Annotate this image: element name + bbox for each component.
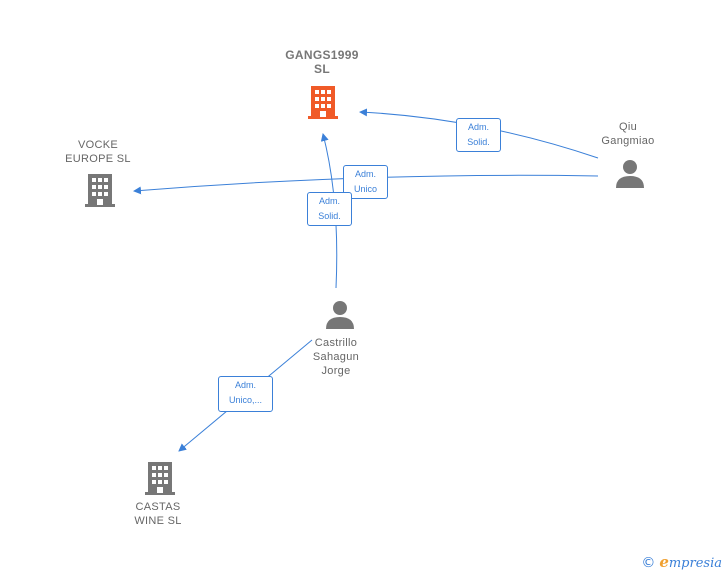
node-vocke-label: VOCKE EUROPE SL [48,138,148,166]
node-castrillo-label-line2: Sahagun [312,351,360,363]
brand-name: mpresia [668,556,722,571]
building-icon[interactable] [144,460,176,496]
edge-label-line1: Adm. [467,122,489,132]
node-qiu-label: Qiu Gangmiao [578,120,678,148]
edge-label-line1: Adm. [318,196,340,206]
node-gangs-label-line1: GANGS1999 [285,48,359,62]
edge-label-castrillo-gangs[interactable]: Adm. Solid. [307,192,352,226]
node-qiu-label-line1: Qiu [618,121,638,133]
node-vocke-label-line1: VOCKE [77,139,118,151]
footer-brand[interactable]: ©empresia [641,553,722,571]
building-icon[interactable] [84,172,116,208]
node-gangs-label-line2: SL [314,62,330,76]
edge-label-line2: Solid. [318,211,341,221]
node-qiu-label-line2: Gangmiao [601,135,655,147]
edge-label-qiu-gangs[interactable]: Adm. Solid. [456,118,501,152]
edge-label-line1: Adm. [354,169,376,179]
building-icon[interactable] [307,84,339,120]
copyright-icon: © [641,555,656,571]
node-castrillo-label-line3: Jorge [321,365,351,377]
node-castas-label-line2: WINE SL [134,515,182,527]
node-castrillo-label-line1: Castrillo [314,337,358,349]
node-gangs-label: GANGS1999 SL [272,48,372,76]
person-icon[interactable] [614,159,646,189]
node-castas-label: CASTAS WINE SL [108,500,208,528]
node-castas-label-line1: CASTAS [135,501,181,513]
edge-label-castrillo-castas[interactable]: Adm. Unico,... [218,376,273,412]
edge-label-line2: Solid. [467,137,490,147]
person-icon[interactable] [324,300,356,330]
node-castrillo-label: Castrillo Sahagun Jorge [286,336,386,378]
edge-label-line2: Unico,... [228,395,262,405]
edge-label-line2: Unico [353,184,377,194]
brand-initial: e [659,553,669,571]
node-vocke-label-line2: EUROPE SL [65,153,131,165]
edge-label-line1: Adm. [234,380,256,390]
